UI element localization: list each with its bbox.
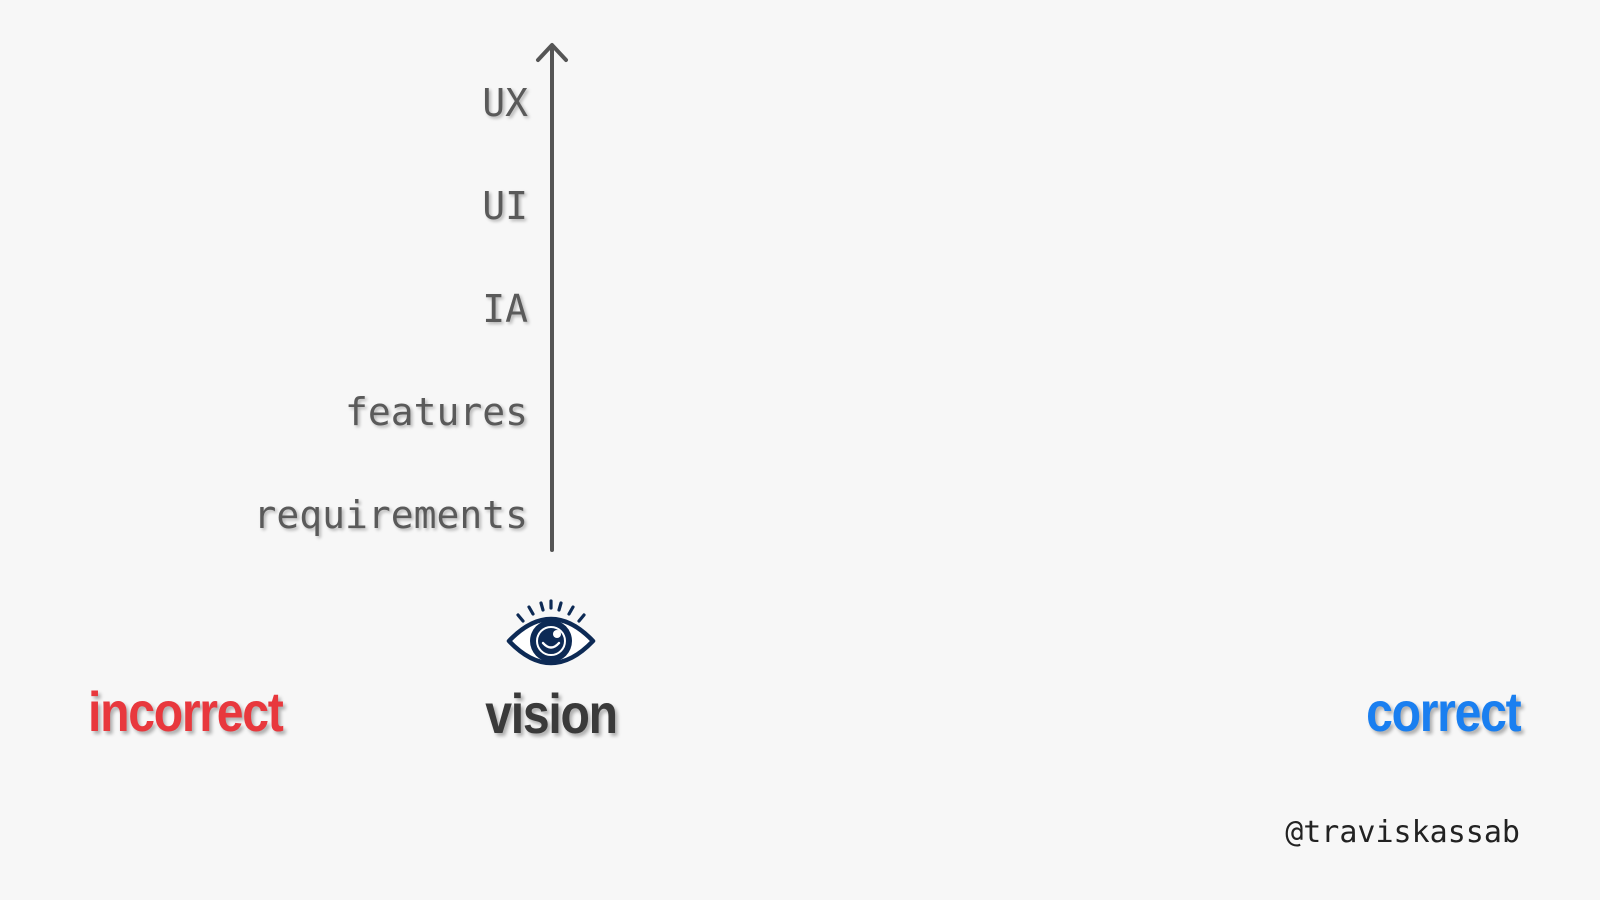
level-label-ux: UX [482,81,528,125]
correct-label: correct [1365,680,1522,743]
incorrect-label: incorrect [88,680,284,743]
author-handle: @traviskassab [1285,815,1520,850]
vision-label: vision [485,682,618,745]
level-label-ui: UI [482,184,528,228]
level-label-features: features [344,390,528,434]
eye-icon [506,599,596,666]
level-label-requirements: requirements [253,493,528,537]
level-label-ia: IA [482,287,528,331]
vertical-arrow-head [536,43,568,62]
vertical-arrow [536,43,568,552]
